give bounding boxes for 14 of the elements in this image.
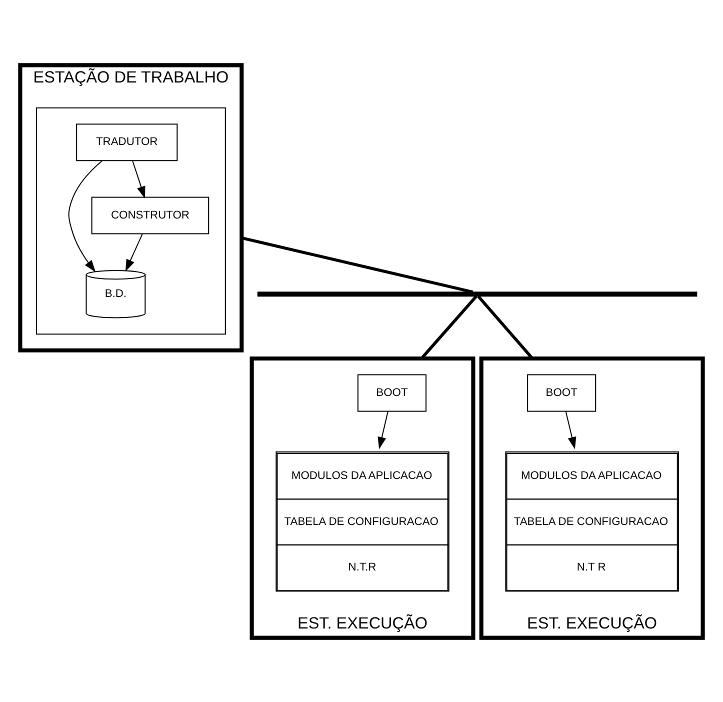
node-box: TRADUTOR <box>76 123 178 161</box>
connector <box>477 294 534 359</box>
node-box: CONSTRUTOR <box>91 196 210 234</box>
arrow <box>68 160 102 272</box>
arrow <box>378 410 388 449</box>
node-box: BOOT <box>527 374 596 412</box>
connector <box>420 294 478 359</box>
connector <box>241 236 474 294</box>
arrow <box>565 410 576 449</box>
arrow <box>125 233 143 272</box>
node-bar <box>257 291 698 296</box>
arrow <box>132 160 146 198</box>
cluster <box>36 106 226 334</box>
node-box: BOOT <box>357 374 426 412</box>
